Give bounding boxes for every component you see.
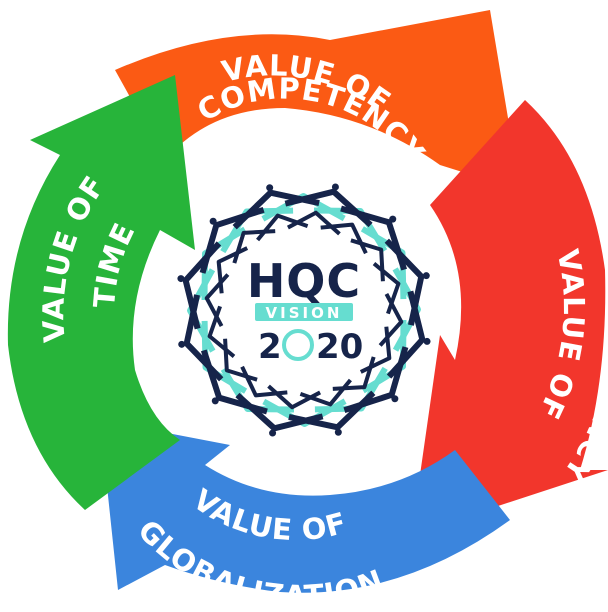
ornament-inner-segment — [240, 365, 288, 398]
ornament-inner-segment — [223, 338, 258, 382]
ornament-dot — [211, 397, 219, 405]
ornament-dot — [266, 184, 274, 192]
ornament-inner-segment — [378, 292, 404, 347]
logo-ornament — [177, 183, 431, 437]
ornament-dot — [331, 183, 339, 191]
competency-arrow-shape — [115, 10, 520, 190]
logo-subtitle: VISION — [266, 304, 343, 322]
logo-title: HQC — [247, 254, 361, 308]
ornament-teal-segment — [392, 267, 421, 352]
ornament-dot — [178, 340, 186, 348]
ornament-navy-segment — [386, 290, 426, 379]
ornament-dot — [389, 215, 397, 223]
ornament-dot — [422, 272, 430, 280]
ornament-inner-segment — [286, 210, 341, 236]
ornament-dot — [269, 429, 277, 437]
transparency-arrow-shape — [415, 100, 608, 525]
hqc-vision-logo: HQC VISION 2 20 — [177, 183, 431, 437]
time-arrow-shape — [7, 75, 195, 510]
logo-year-flower-icon — [282, 329, 314, 361]
ornament-dot — [391, 395, 399, 403]
ornament-inner-segment — [267, 384, 322, 410]
ornament-dot — [177, 275, 185, 283]
ornament-inner-segment — [216, 246, 249, 294]
logo-subtitle-band — [255, 303, 353, 321]
transparency-arrow: VALUE OF TRANSPARENCY — [415, 100, 608, 525]
ornament-dot — [334, 428, 342, 436]
globalization-arrow-shape — [100, 420, 510, 593]
ornament-inner-segment — [204, 273, 230, 328]
logo-year-suffix: 20 — [316, 327, 363, 367]
ornament-dot — [423, 337, 431, 345]
time-arrow: VALUE OF TIME — [7, 75, 195, 510]
ornament-inner-segment — [320, 222, 368, 255]
ornament-dot — [209, 217, 217, 225]
ornament-inner-segment — [359, 326, 392, 374]
logo-year-prefix: 2 — [258, 327, 282, 367]
